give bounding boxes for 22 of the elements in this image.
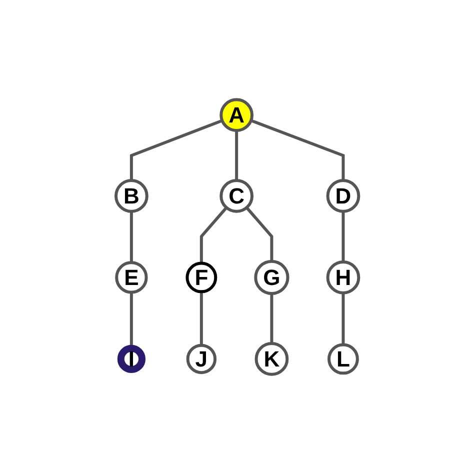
node-circle: E (114, 261, 148, 294)
node-circle: D (326, 179, 360, 213)
node-circle: F (185, 262, 217, 294)
node-circle: A (219, 98, 254, 132)
node-circle: J (186, 344, 216, 374)
node-circle: B (114, 179, 148, 213)
node-circle: C (219, 179, 254, 213)
connector (341, 211, 344, 262)
node-circle: H (326, 260, 360, 294)
connector (234, 130, 238, 180)
connector (130, 119, 222, 180)
connector (200, 292, 203, 346)
connector (130, 211, 133, 263)
connector (250, 119, 344, 180)
node-circle: I (117, 344, 146, 373)
node-circle: L (327, 343, 359, 375)
connector (245, 206, 273, 262)
connector (200, 206, 228, 264)
node-circle: K (254, 342, 288, 376)
connector (270, 294, 273, 344)
connector (341, 292, 344, 345)
node-circle: G (254, 260, 289, 295)
